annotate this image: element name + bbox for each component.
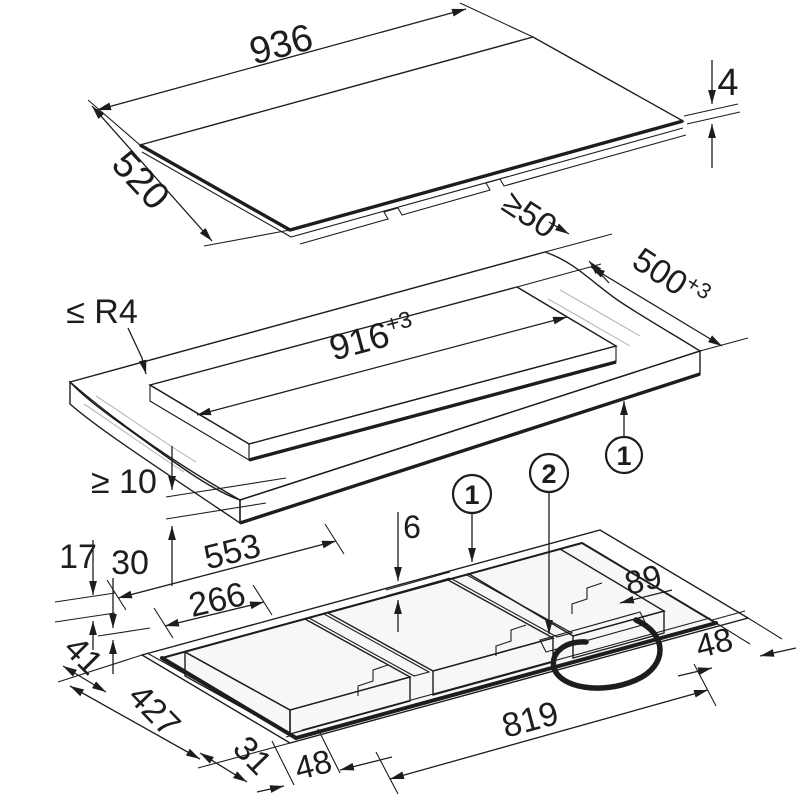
ref-line	[683, 103, 739, 117]
ext-line	[252, 584, 273, 616]
tolerance: +3	[383, 306, 415, 338]
dim-label-rear-gap: ≥50	[495, 184, 563, 247]
ext-line	[516, 263, 602, 288]
ext-line	[375, 751, 399, 795]
callout-1-label: 1	[464, 480, 479, 510]
ext-line	[544, 233, 613, 253]
dim-label-width: 936	[245, 16, 317, 73]
dim-arrow-50-top	[548, 221, 570, 235]
worktop-top-face	[68, 251, 702, 501]
ext-line	[459, 2, 534, 38]
glass-front-edges	[139, 119, 684, 232]
glass-underside-clips	[299, 134, 687, 245]
grain-line	[95, 395, 197, 463]
dim-arrow-48r-right	[759, 647, 797, 657]
gasket-strip-1	[307, 613, 431, 677]
dim-label-depth: 520	[103, 143, 177, 218]
dim-label-base-length: 819	[498, 694, 563, 745]
glass-rear-edge	[385, 571, 451, 591]
cutout-inner-front-wall	[248, 345, 617, 461]
worktop-front-bottom-edge	[239, 372, 701, 525]
dim-label-cord-offset: 89	[621, 557, 666, 602]
dim-arrow-89	[619, 589, 673, 604]
ext-line	[203, 229, 291, 247]
dim-label-front-offset: 48	[291, 742, 336, 787]
ref-line	[54, 592, 116, 603]
ref-line	[165, 502, 267, 520]
ext-line	[324, 523, 345, 555]
ref-line	[686, 111, 741, 125]
ref-line	[54, 612, 116, 623]
module-1-left	[184, 650, 291, 736]
ext-line	[699, 337, 749, 352]
dim-label-height-total: 41	[56, 629, 110, 683]
mains-cable	[550, 617, 663, 691]
dim-label-housing-depth: 427	[121, 677, 188, 744]
dim-line-916	[196, 316, 568, 416]
module-2-step-notch	[495, 624, 527, 656]
top-view-glass-panel: 936 520 4	[87, 2, 741, 247]
gasket-strip-2	[450, 574, 574, 638]
dim-line-553	[117, 540, 337, 599]
value: 916	[325, 313, 394, 368]
dim-arrow-48f-right	[339, 756, 393, 771]
dim-label-min-thickness: ≥ 10	[91, 463, 157, 501]
cutout-inner-bottom-edge	[248, 360, 617, 462]
cutout-inner-left-wall	[149, 384, 250, 461]
ext-line	[153, 607, 174, 639]
callout-2-label: 2	[541, 459, 556, 489]
dim-label-height-outer: 17	[59, 538, 97, 576]
module-1-step-notch	[357, 664, 389, 696]
dim-line-936	[96, 8, 467, 111]
dim-label-glass-step: 6	[403, 509, 421, 545]
callout-1-circle	[451, 473, 493, 515]
ext-line	[57, 654, 143, 683]
ext-line	[516, 286, 578, 324]
leader-corner-radius	[127, 327, 147, 375]
ext-line	[693, 663, 717, 707]
grain-line	[83, 403, 185, 473]
frame-rear-edge	[385, 577, 451, 597]
ext-line	[747, 617, 783, 640]
dim-label-glass-thickness: 4	[717, 62, 738, 104]
dim-label-cutout-width: 916+3	[325, 306, 419, 369]
dim-label-corner-radius: ≤ R4	[66, 293, 138, 331]
callout-2-circle	[528, 452, 570, 494]
callout-1-circle	[604, 435, 644, 475]
dim-line-520	[91, 105, 213, 242]
dim-label-front-corner-gap: 31	[225, 729, 279, 783]
dim-line-500	[590, 266, 723, 347]
ext-line	[271, 740, 295, 786]
ext-line	[149, 384, 211, 422]
dim-line-427	[69, 685, 201, 760]
ext-line	[87, 99, 141, 146]
callout-1-label: 1	[616, 441, 631, 471]
dim-label-housing-inner: 266	[185, 575, 249, 625]
ext-line	[715, 622, 751, 645]
dim-line-819	[389, 689, 709, 780]
dim-arrow-48f-left	[256, 785, 285, 793]
ext-line	[317, 728, 341, 774]
ref-line	[97, 627, 151, 637]
frame-front-edge	[294, 621, 718, 740]
dim-line-31	[199, 752, 248, 783]
dim-arrow-48r-left	[677, 667, 713, 677]
glass-top-face	[138, 36, 685, 231]
dim-label-height-mid: 30	[111, 544, 149, 582]
dim-label-cutout-depth: 500+3	[626, 239, 716, 317]
dim-label-housing-length: 553	[200, 527, 264, 578]
dim-line-266	[164, 601, 265, 627]
ref-line	[165, 477, 287, 498]
ext-line	[106, 579, 127, 611]
dim-label-right-offset: 48	[692, 620, 737, 665]
frame-step-notch	[571, 582, 603, 614]
bottom-view-underside: 6 17 30 41 553 266 427 31 48	[54, 452, 797, 795]
